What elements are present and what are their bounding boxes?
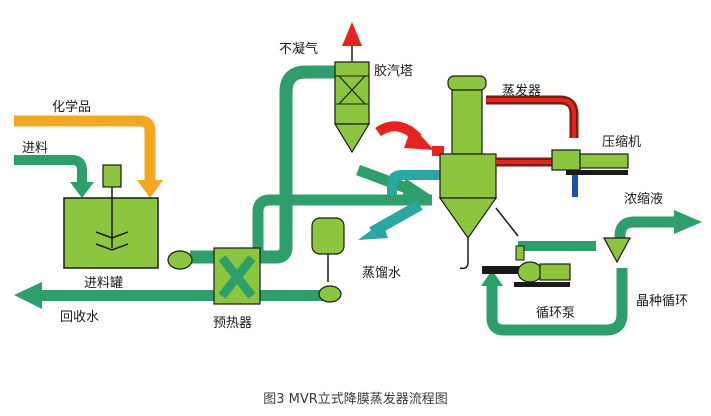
distillate-arrow xyxy=(358,200,423,240)
preheater xyxy=(213,247,261,305)
evaporator-vessel xyxy=(438,75,519,270)
chemical-feed-pipe xyxy=(14,115,163,198)
feed-pump xyxy=(167,250,193,270)
seed-circulation-pipe xyxy=(481,268,628,336)
compressor xyxy=(551,149,629,197)
label-distillate: 蒸馏水 xyxy=(362,266,402,281)
label-gas-scrubber: 胶汽塔 xyxy=(374,64,414,79)
feed-pipe xyxy=(14,155,94,198)
distillate-tank xyxy=(311,217,345,303)
distillate-return-pipe xyxy=(252,194,432,252)
recycled-water-pipe xyxy=(14,282,330,309)
label-feed-tank: 进料罐 xyxy=(84,276,124,291)
label-circulation-pump: 循环泵 xyxy=(536,306,576,321)
label-preheater: 预热器 xyxy=(213,316,253,331)
teal-vapor-pipe xyxy=(387,170,440,195)
label-seed-circulation: 晶种循环 xyxy=(636,294,689,309)
label-noncondensable-gas: 不凝气 xyxy=(279,42,319,57)
label-compressor: 压缩机 xyxy=(602,135,642,150)
gas-scrubber-tower xyxy=(333,22,371,154)
concentrate-separator xyxy=(602,237,632,264)
label-chemicals: 化学品 xyxy=(52,100,92,115)
label-feed: 进料 xyxy=(22,141,49,156)
label-evaporator: 蒸发器 xyxy=(502,84,542,99)
figure-caption: 图3 MVR立式降膜蒸发器流程图 xyxy=(263,392,448,407)
circulation-pump xyxy=(482,245,571,287)
label-concentrate: 浓缩液 xyxy=(624,192,664,207)
scrubber-to-evaporator-arrow xyxy=(356,164,432,200)
vapor-to-compressor-pipe xyxy=(486,95,579,167)
feed-tank xyxy=(63,164,159,269)
steam-inlet-arrow xyxy=(375,121,444,156)
concentrate-pipe xyxy=(518,210,702,251)
label-recycled-water: 回收水 xyxy=(60,310,100,325)
tank-to-scrubber-pipe xyxy=(190,65,335,264)
